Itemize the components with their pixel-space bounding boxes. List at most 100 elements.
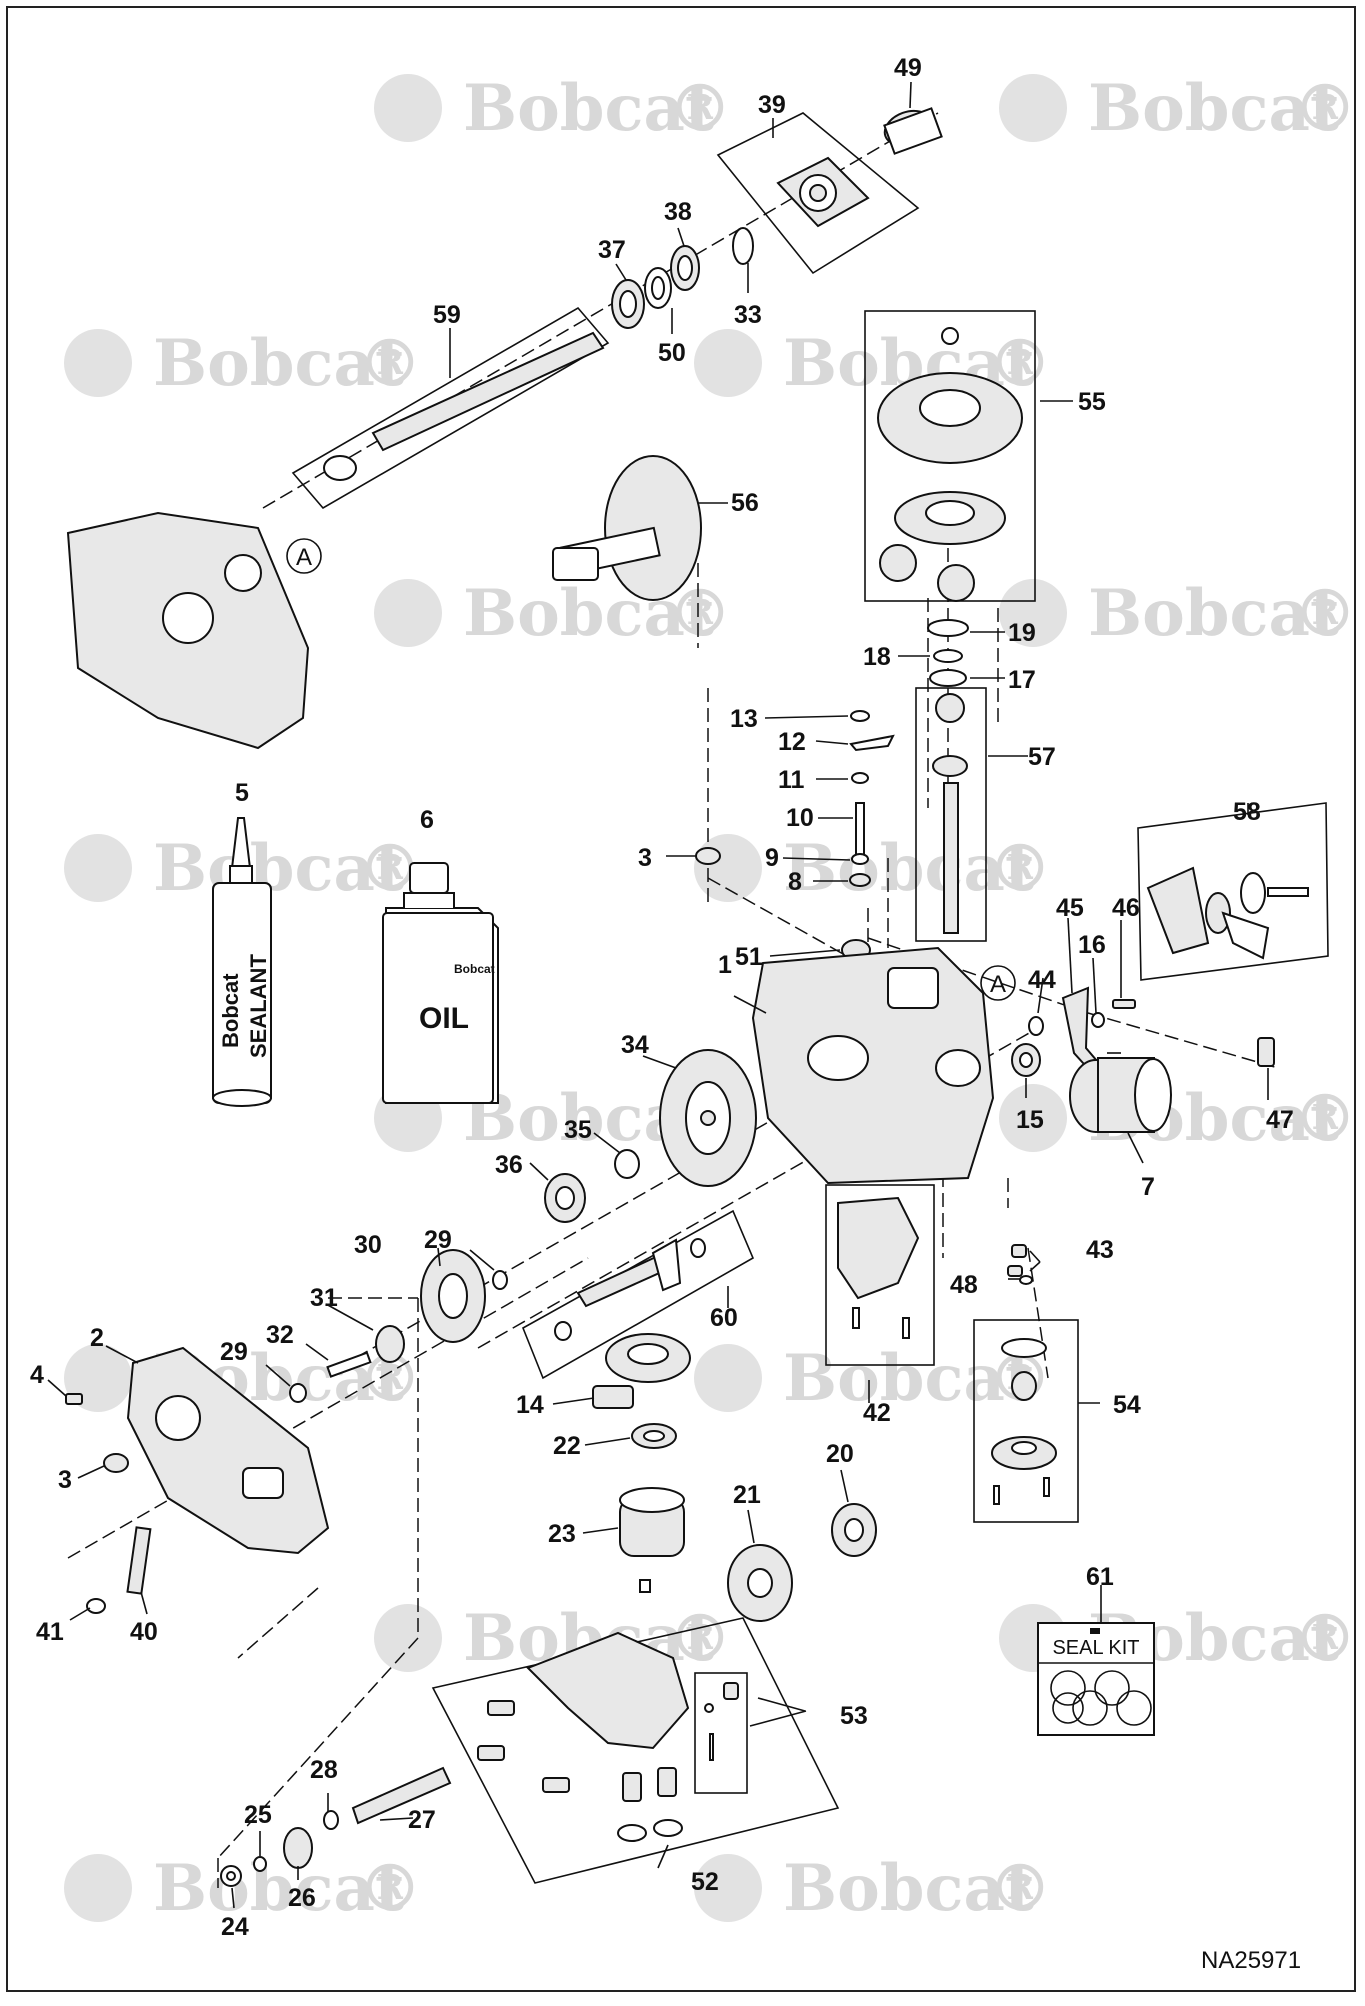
kit-box-52 xyxy=(431,1617,840,1884)
svg-text:Bobcat: Bobcat xyxy=(1088,71,1340,146)
reference-marks: A A xyxy=(286,538,1016,1001)
callout-9: 9 xyxy=(765,844,779,872)
seal-15 xyxy=(1011,1043,1041,1077)
pinion-31 xyxy=(375,1325,405,1363)
kit-box-54 xyxy=(973,1319,1079,1523)
kit-boxes xyxy=(291,112,1329,1884)
ring-41 xyxy=(86,1598,106,1614)
charge-pump-54 xyxy=(991,1338,1057,1505)
svg-text:®: ® xyxy=(1293,71,1354,146)
callout-30: 30 xyxy=(354,1231,382,1259)
reference-label-a-right: A xyxy=(990,971,1006,998)
kit-box-58 xyxy=(1137,802,1329,981)
callout-14: 14 xyxy=(516,1391,544,1419)
drawing-number: NA25971 xyxy=(1201,1947,1301,1974)
washer-25 xyxy=(253,1856,267,1872)
svg-text:®: ® xyxy=(988,831,1052,906)
callout-26: 26 xyxy=(288,1884,316,1912)
axle-shaft-59 xyxy=(323,331,605,481)
hub-39 xyxy=(776,156,870,228)
pan-42 xyxy=(837,1196,920,1339)
washer-44 xyxy=(1028,1016,1044,1036)
small-parts-8-13 xyxy=(849,710,895,887)
callout-3-upper: 3 xyxy=(638,844,652,872)
callout-27: 27 xyxy=(408,1806,436,1834)
gear-30 xyxy=(420,1249,486,1343)
leader-lines xyxy=(47,81,1269,1909)
gear-34 xyxy=(659,1049,757,1187)
snap-ring-33 xyxy=(732,227,754,265)
main-housing-1 xyxy=(751,946,995,1185)
kit-box-57 xyxy=(915,687,987,942)
filter-7 xyxy=(1069,1057,1172,1133)
cover-2 xyxy=(126,1346,330,1555)
callout-50: 50 xyxy=(658,339,686,367)
svg-text:Bobcat: Bobcat xyxy=(783,1851,1035,1926)
callout-59: 59 xyxy=(433,301,461,329)
bolt-4 xyxy=(65,1393,83,1405)
sealant-tube: Bobcat SEALANT xyxy=(212,817,272,1107)
callout-37: 37 xyxy=(598,236,626,264)
callout-28: 28 xyxy=(310,1756,338,1784)
center-section-52 xyxy=(477,1631,690,1842)
callout-48: 48 xyxy=(950,1271,978,1299)
callout-4: 4 xyxy=(30,1361,44,1389)
washer-50 xyxy=(644,267,672,309)
sealant-tube-label: SEALANT xyxy=(246,954,271,1058)
pin-small xyxy=(639,1579,651,1593)
callout-35: 35 xyxy=(564,1116,592,1144)
callout-18: 18 xyxy=(863,643,891,671)
callout-3-lower: 3 xyxy=(58,1466,72,1494)
kit-box-42 xyxy=(825,1184,935,1366)
callout-34: 34 xyxy=(621,1031,649,1059)
bolt-46 xyxy=(1112,999,1136,1009)
callout-29-lower: 29 xyxy=(220,1338,248,1366)
kit-box-53 xyxy=(694,1672,748,1794)
callout-43: 43 xyxy=(1086,1236,1114,1264)
reference-label-a-left: A xyxy=(296,544,312,571)
svg-text:Bobcat: Bobcat xyxy=(463,71,715,146)
callout-10: 10 xyxy=(786,804,814,832)
callout-6: 6 xyxy=(420,806,434,834)
motor-block-21 xyxy=(727,1544,793,1622)
seal-17 xyxy=(929,669,967,687)
callout-11: 11 xyxy=(778,766,805,794)
seal-22 xyxy=(631,1423,677,1449)
plug-3-lower xyxy=(103,1453,129,1473)
callout-55: 55 xyxy=(1078,388,1106,416)
kit-box-39 xyxy=(716,112,920,275)
callout-41: 41 xyxy=(36,1618,64,1646)
callout-21: 21 xyxy=(733,1481,761,1509)
callout-2: 2 xyxy=(90,1324,104,1352)
washer-29-upper xyxy=(492,1270,508,1290)
cylinder-block-23 xyxy=(619,1487,685,1557)
callout-42: 42 xyxy=(863,1399,891,1427)
svg-text:®: ® xyxy=(358,326,422,401)
bearing-38 xyxy=(670,245,700,291)
shaft-27 xyxy=(351,1766,452,1825)
callout-56: 56 xyxy=(731,489,759,517)
washer-24 xyxy=(220,1865,242,1887)
callout-51: 51 xyxy=(735,943,763,971)
callout-53: 53 xyxy=(840,1702,868,1730)
callout-labels: 1 2 3 3 4 5 6 7 8 9 10 11 12 13 14 15 16… xyxy=(30,54,1294,1941)
callout-12: 12 xyxy=(778,728,806,756)
bypass-linkage-58 xyxy=(1146,866,1309,960)
seal-48 xyxy=(1019,1275,1033,1285)
callout-47: 47 xyxy=(1266,1106,1294,1134)
svg-text:Bobcat: Bobcat xyxy=(153,831,405,906)
svg-text:®: ® xyxy=(988,1851,1052,1926)
parts-diagram-canvas: Bobcat® Bobcat® Bobcat® Bobcat® Bobcat® … xyxy=(6,6,1356,1992)
callout-61: 61 xyxy=(1086,1563,1114,1591)
callout-54: 54 xyxy=(1113,1391,1141,1419)
pin-32 xyxy=(326,1351,372,1378)
callout-16: 16 xyxy=(1078,931,1106,959)
trunnion-14 xyxy=(592,1333,691,1409)
valve-kit-53 xyxy=(704,1682,739,1761)
callout-32: 32 xyxy=(266,1321,294,1349)
seal-kit: SEAL KIT xyxy=(1037,1622,1155,1736)
callout-19: 19 xyxy=(1008,619,1036,647)
callout-38: 38 xyxy=(664,198,692,226)
callout-15: 15 xyxy=(1016,1106,1044,1134)
svg-text:®: ® xyxy=(1293,1081,1354,1156)
